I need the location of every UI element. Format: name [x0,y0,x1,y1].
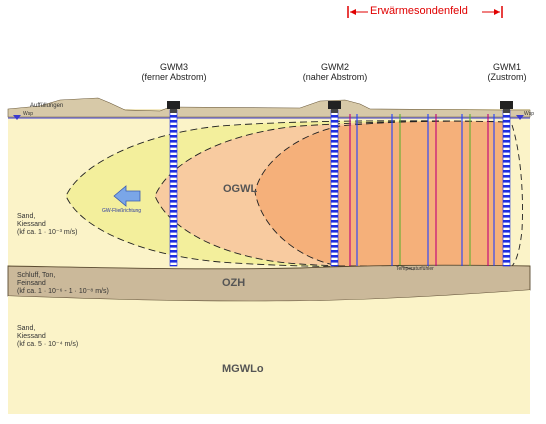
well-desc: (naher Abstrom) [302,72,368,82]
ogwl-label: OGWL [223,183,258,195]
well-label-gwm3: GWM3 (ferner Abstrom) [138,62,210,82]
plume-orange [254,120,506,267]
well-label-gwm1: GWM1 (Zustrom) [476,62,538,82]
ozh-label: OZH [222,277,246,289]
well-name: GWM3 [160,62,188,72]
layer-desc-upper-sand: Sand, Kiessand (kf ca. 1 · 10⁻³ m/s) [17,213,78,236]
plume-edge-right [511,124,523,267]
well-head-icon [500,101,513,109]
well-head-icon [328,101,341,109]
mgwlo-label: MGWLo [222,363,264,375]
water-level-triangle-icon [13,115,21,120]
well-name: GWM1 [493,62,521,72]
fill-mound [7,97,531,118]
diagram-title: Erwärmesondenfeld [370,5,468,17]
well-gwm3 [167,101,180,267]
probe-field [349,114,495,266]
layer-desc-lower-sand: Sand, Kiessand (kf ca. 5 · 10⁻⁴ m/s) [17,325,79,348]
title-bracket [347,6,503,18]
fill-label: Auffüllungen [30,103,64,109]
flow-direction-label: GW-Fließrichtung [102,208,142,214]
temperature-sensor-label: Temperaturfühler [396,266,434,272]
temp-sensor-leader [397,264,415,271]
well-desc: (Zustrom) [487,72,527,82]
well-head-icon [167,101,180,109]
well-label-gwm2: GWM2 (naher Abstrom) [298,62,372,82]
well-name: GWM2 [321,62,349,72]
water-level-label-left: Wsp [23,111,33,117]
well-desc: (ferner Abstrom) [141,72,207,82]
lower-sand-layer [8,290,530,414]
well-gwm2 [328,101,341,267]
water-level-triangle-icon [516,115,524,120]
layer-desc-silt: Schluff, Ton, Feinsand (kf ca. 1 · 10⁻⁶ … [17,272,109,295]
left-arrow-icon [113,185,141,207]
well-gwm1 [500,101,513,267]
water-level-label-right: Wsp [524,111,534,117]
